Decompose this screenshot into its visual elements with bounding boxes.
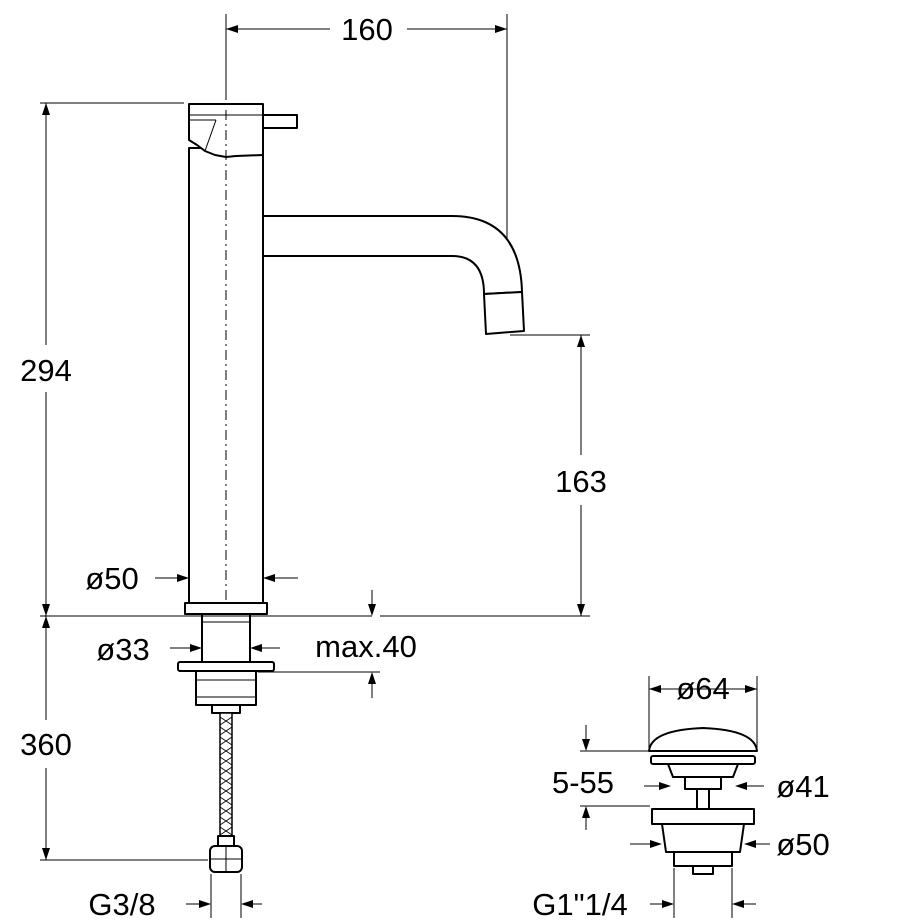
dimension-deck-thickness: max.40: [258, 590, 417, 698]
deck-thickness-label: max.40: [315, 629, 417, 664]
waste-body-top: [651, 808, 755, 825]
base-ring: [184, 602, 268, 615]
dimension-adjust-range: 5-55: [552, 725, 650, 830]
dimension-thread: G1"1/4: [532, 868, 756, 922]
connection-label: G3/8: [88, 887, 155, 922]
hole-diameter-label: ø33: [96, 632, 149, 667]
spout-height-label: 163: [555, 464, 607, 499]
neck-diameter-label: ø41: [776, 769, 829, 804]
adjust-range-label: 5-55: [552, 765, 614, 800]
dimension-width: 160: [225, 12, 508, 240]
body-diameter-label: ø50: [85, 561, 138, 596]
dimension-hole-diameter: ø33: [96, 632, 280, 667]
nut-stem: [211, 704, 241, 714]
waste-spindle: [696, 788, 710, 810]
waste-seat: [684, 776, 722, 790]
waste-valve-drawing: ø64 5-55 ø41 ø50: [532, 671, 829, 922]
spout-aerator: [483, 291, 525, 335]
shank: [201, 613, 251, 663]
faucet-drawing: 160 294 163 ø50: [20, 12, 607, 922]
dimension-spout-height: 163: [380, 334, 607, 617]
dimension-cap-diameter: ø64: [648, 671, 758, 748]
dimension-connection: G3/8: [88, 874, 262, 922]
washer: [177, 661, 275, 672]
dimension-waste-body-diameter: ø50: [630, 827, 830, 862]
lever-pin: [262, 114, 298, 129]
hose-length-label: 360: [20, 727, 72, 762]
dimension-total-height: 294: [20, 102, 372, 617]
total-height-label: 294: [20, 353, 72, 388]
faucet-spout: [262, 215, 523, 295]
dimension-body-diameter: ø50: [85, 561, 298, 596]
dimension-neck-diameter: ø41: [644, 769, 830, 804]
waste-neck: [667, 763, 739, 778]
waste-cap: [648, 727, 758, 752]
waste-body: [661, 823, 745, 853]
waste-body-diameter-label: ø50: [776, 827, 829, 862]
fixing-nut: [195, 670, 257, 706]
waste-outlet: [673, 851, 733, 867]
dimension-hose-length: 360: [20, 616, 208, 861]
cap-diameter-label: ø64: [676, 671, 729, 706]
thread-label: G1"1/4: [532, 887, 627, 922]
waste-stub: [692, 865, 714, 875]
width-label: 160: [341, 12, 393, 47]
waste-flange: [650, 755, 756, 765]
hose-fitting: [217, 835, 235, 847]
